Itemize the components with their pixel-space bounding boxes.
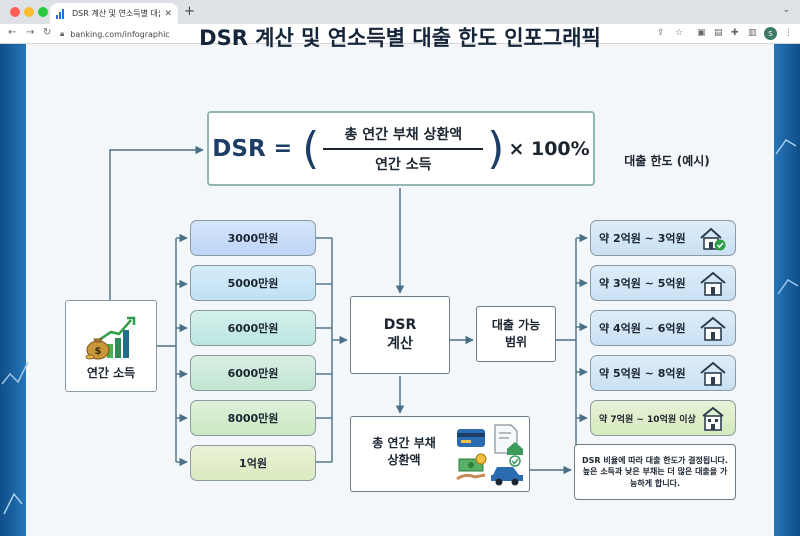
house-check-icon	[700, 227, 726, 251]
formula-numerator: 총 연간 부채 상환액	[344, 126, 463, 143]
fraction-bar	[323, 147, 484, 150]
extension-icon[interactable]: ▤	[714, 28, 723, 38]
forward-arrow-icon[interactable]: →	[26, 27, 35, 38]
house-icon	[700, 361, 726, 386]
minimize-window-button[interactable]	[24, 7, 34, 17]
bar-chart-icon	[56, 8, 66, 19]
loan-limit-2-text: 약 3억원 ~ 5억원	[599, 277, 686, 290]
formula-fraction: 총 연간 부채 상환액 연간 소득	[323, 124, 484, 174]
annual-debt-box: 총 연간 부채 상환액	[350, 416, 530, 492]
loan-limit-4: 약 5억원 ~ 8억원	[590, 355, 736, 391]
dsr-calc-box: DSR 계산	[350, 296, 450, 374]
browser-tab-bar: DSR 계산 및 연소득별 대출 한도 인포그래픽 ✕ + ⌄	[0, 0, 800, 24]
page-title: DSR 계산 및 연소득별 대출 한도 인포그래픽	[199, 26, 601, 50]
loan-limit-title: 대출 한도 (예시)	[624, 154, 710, 168]
document-house-icon	[494, 424, 523, 455]
dsr-note-text: DSR 비율에 따라 대출 한도가 결정됩니다. 높은 소득과 낮은 부채는 더…	[582, 455, 728, 488]
formula-paren-left: (	[302, 122, 320, 174]
lock-icon: 🔒︎	[60, 29, 65, 38]
income-level-6000-b: 6000만원	[190, 355, 316, 391]
income-level-3000: 3000만원	[190, 220, 316, 256]
dsr-calc-line2: 계산	[387, 336, 413, 352]
formula-multiplier: × 100%	[508, 137, 590, 160]
browser-tab[interactable]: DSR 계산 및 연소득별 대출 한도 인포그래픽 ✕	[50, 3, 178, 24]
dsr-note-box: DSR 비율에 따라 대출 한도가 결정됩니다. 높은 소득과 낮은 부채는 더…	[574, 444, 736, 500]
money-bag-growth-icon: $	[85, 316, 136, 360]
annual-income-box: $ 연간 소득	[65, 300, 157, 392]
loan-limit-5: 약 7억원 ~ 10억원 이상	[590, 400, 736, 436]
loan-limit-5-text: 약 7억원 ~ 10억원 이상	[599, 414, 696, 425]
loan-range-box: 대출 가능 범위	[476, 306, 556, 362]
tab-title: DSR 계산 및 연소득별 대출 한도 인포그래픽	[72, 9, 160, 18]
income-level-6000-a: 6000만원	[190, 310, 316, 346]
debt-label-line1: 총 연간 부채	[372, 436, 436, 450]
puzzle-icon[interactable]: ✚	[731, 28, 739, 38]
loan-limit-2: 약 3억원 ~ 5억원	[590, 265, 736, 301]
annual-income-label: 연간 소득	[86, 366, 136, 380]
sidebar-icon[interactable]: ▥	[748, 28, 757, 38]
tab-close-icon[interactable]: ✕	[164, 8, 172, 19]
profile-avatar[interactable]: S	[764, 27, 777, 40]
loan-limit-4-text: 약 5억원 ~ 8억원	[599, 367, 686, 380]
extension-icon[interactable]: ▣	[697, 28, 706, 38]
debt-icons	[456, 424, 523, 486]
car-icon	[491, 455, 523, 486]
dsr-formula-box: DSR = ( 총 연간 부채 상환액 연간 소득 ) × 100%	[207, 111, 595, 186]
reload-icon[interactable]: ↻	[43, 27, 52, 38]
loan-limit-3: 약 4억원 ~ 6억원	[590, 310, 736, 346]
browser-toolbar: ← → ↻ 🔒︎ banking.com/infographic ⇪ ☆ ▣ ▤…	[0, 24, 800, 44]
formula-dsr: DSR	[212, 135, 266, 162]
cash-hand-icon	[456, 453, 487, 481]
loan-range-line1: 대출 가능	[491, 318, 541, 333]
maximize-window-button[interactable]	[38, 7, 48, 17]
income-level-8000: 8000만원	[190, 400, 316, 436]
loan-limit-1-text: 약 2억원 ~ 3억원	[599, 232, 686, 245]
svg-text:$: $	[95, 346, 102, 357]
debt-label: 총 연간 부채 상환액	[359, 435, 449, 469]
back-arrow-icon[interactable]: ←	[8, 27, 17, 38]
formula-equals: =	[273, 136, 293, 161]
house-icon	[700, 316, 726, 341]
loan-range-line2: 범위	[504, 335, 528, 349]
menu-dots-icon[interactable]: ⋮	[784, 28, 793, 38]
bookmark-star-icon[interactable]: ☆	[675, 28, 684, 38]
formula-paren-right: )	[487, 122, 505, 174]
new-tab-icon[interactable]: +	[184, 4, 195, 19]
loan-limit-1: 약 2억원 ~ 3억원	[590, 220, 736, 256]
close-window-button[interactable]	[10, 7, 20, 17]
decorative-chart-lines	[1, 139, 799, 515]
url-text: banking.com/infographic	[70, 29, 170, 39]
income-level-1eok: 1억원	[190, 445, 316, 481]
income-level-5000: 5000만원	[190, 265, 316, 301]
credit-card-icon	[457, 429, 485, 447]
formula-denominator: 연간 소득	[375, 156, 432, 173]
house-icon	[700, 271, 726, 296]
tab-search-chevron-icon[interactable]: ⌄	[782, 5, 790, 15]
building-icon	[702, 406, 724, 431]
dsr-calc-line1: DSR	[383, 317, 417, 334]
share-icon[interactable]: ⇪	[657, 28, 665, 38]
loan-limit-3-text: 약 4억원 ~ 6억원	[599, 322, 686, 335]
address-bar[interactable]: 🔒︎ banking.com/infographic	[60, 26, 700, 42]
debt-label-line2: 상환액	[387, 452, 421, 467]
